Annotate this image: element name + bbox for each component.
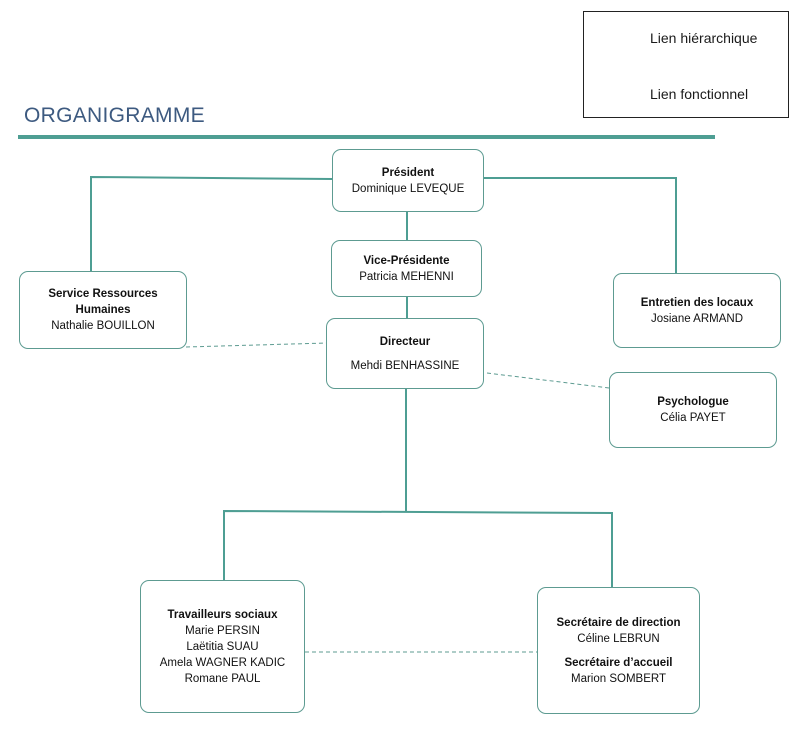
node-secretary-reception-role: Secrétaire d’accueil xyxy=(564,656,673,669)
node-director-person: Mehdi BENHASSINE xyxy=(350,359,460,372)
node-director-role: Directeur xyxy=(379,335,431,348)
title-underline xyxy=(18,135,715,139)
link-director-psychologist xyxy=(486,372,610,389)
node-president: Président Dominique LEVEQUE xyxy=(332,149,484,212)
node-maintenance-role: Entretien des locaux xyxy=(640,296,754,309)
node-hr-role: Service Ressources Humaines xyxy=(48,288,158,316)
node-psychologist-role: Psychologue xyxy=(657,396,729,408)
node-president-person: Dominique LEVEQUE xyxy=(351,182,465,195)
page-title: ORGANIGRAMME xyxy=(24,104,205,127)
legend-hierarchical-label: Lien hiérarchique xyxy=(650,30,758,46)
node-social-workers: Travailleurs sociaux Marie PERSIN Laëtit… xyxy=(140,580,305,713)
node-social-workers-person-1: Marie PERSIN xyxy=(185,624,260,637)
node-hr-person: Nathalie BOUILLON xyxy=(51,320,155,332)
node-social-workers-person-4: Romane PAUL xyxy=(184,672,261,685)
functional-links xyxy=(185,342,610,653)
node-maintenance: Entretien des locaux Josiane ARMAND xyxy=(613,273,781,348)
node-vice-president-role: Vice-Présidente xyxy=(363,254,450,267)
link-president-hr xyxy=(90,175,334,271)
node-hr: Service Ressources Humaines Nathalie BOU… xyxy=(19,271,187,349)
node-vice-president: Vice-Présidente Patricia MEHENNI xyxy=(331,240,482,297)
link-president-maintenance xyxy=(483,177,677,274)
hierarchical-links xyxy=(90,175,677,587)
node-psychologist: Psychologue Célia PAYET xyxy=(609,372,777,448)
node-secretaries: Secrétaire de direction Céline LEBRUN Se… xyxy=(537,587,700,714)
node-secretary-direction-role: Secrétaire de direction xyxy=(556,616,681,629)
node-director: Directeur Mehdi BENHASSINE xyxy=(326,318,484,389)
node-secretary-direction-person: Céline LEBRUN xyxy=(577,632,660,645)
node-president-role: Président xyxy=(381,166,435,179)
node-maintenance-person: Josiane ARMAND xyxy=(650,312,744,325)
node-social-workers-role: Travailleurs sociaux xyxy=(167,608,278,621)
node-social-workers-person-2: Laëtitia SUAU xyxy=(186,640,259,653)
link-branch-socialworkers xyxy=(223,509,613,587)
node-vice-president-person: Patricia MEHENNI xyxy=(359,270,454,283)
node-secretary-reception-person: Marion SOMBERT xyxy=(570,672,666,685)
link-hr-director xyxy=(185,342,328,348)
node-social-workers-person-3: Amela WAGNER KADIC xyxy=(159,656,286,669)
legend-functional-label: Lien fonctionnel xyxy=(650,86,749,102)
node-psychologist-person: Célia PAYET xyxy=(660,412,726,424)
legend: Lien hiérarchique Lien fonctionnel xyxy=(583,11,789,118)
